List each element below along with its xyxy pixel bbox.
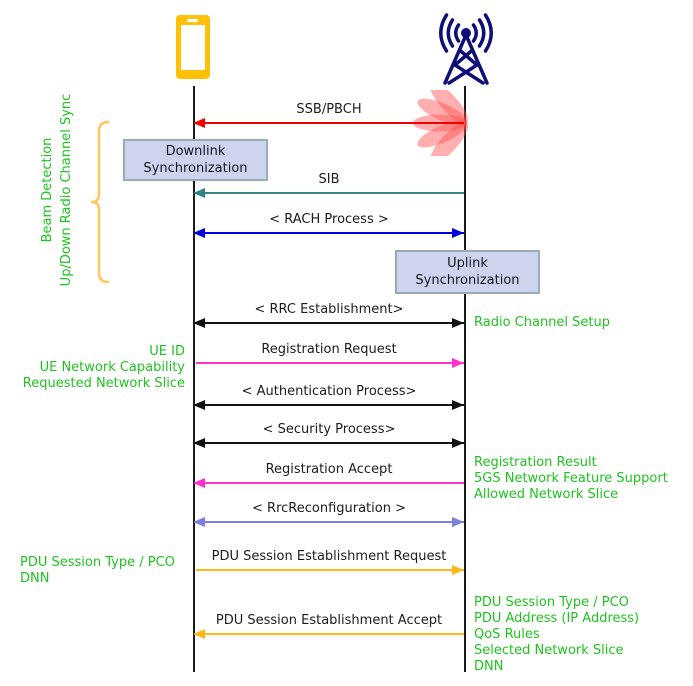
arrowhead-left <box>193 228 205 238</box>
gnb-lifeline <box>464 86 466 672</box>
note-line: Up/Down Radio Channel Sync <box>59 93 74 287</box>
arrowhead-right <box>452 438 464 448</box>
arrowhead-right <box>452 318 464 328</box>
arrowhead-left <box>193 318 205 328</box>
message-label: < Security Process> <box>262 422 396 437</box>
arrowhead-left <box>193 118 205 128</box>
downlink-synchronization-box: Downlink Synchronization <box>123 139 268 181</box>
radio-wave-left-2 <box>446 18 455 48</box>
phone-screen <box>181 25 205 70</box>
message-label: < Authentication Process> <box>241 384 417 399</box>
smartphone-icon <box>176 15 210 79</box>
note-line: QoS Rules <box>474 627 540 642</box>
note-line: 5GS Network Feature Support <box>474 471 668 486</box>
note-line: DNN <box>474 659 504 674</box>
arrowhead-right <box>452 565 464 575</box>
note-line: Radio Channel Setup <box>474 315 611 330</box>
message-label: SIB <box>318 172 340 187</box>
message-arrow-line <box>196 633 464 635</box>
message-arrow-line <box>196 569 464 571</box>
grouping-brace <box>90 120 110 284</box>
note-line: UE ID <box>149 344 185 359</box>
cell-tower-icon <box>439 13 493 85</box>
message-arrow-line <box>196 442 464 444</box>
arrowhead-left <box>193 517 205 527</box>
note-line: PDU Session Type / PCO <box>474 595 629 610</box>
arrowhead-right <box>452 358 464 368</box>
uplink-synchronization-box: Uplink Synchronization <box>395 250 540 294</box>
message-label: Registration Accept <box>265 462 393 477</box>
arrowhead-left <box>193 438 205 448</box>
message-arrow-line <box>196 482 464 484</box>
phone-speaker <box>187 19 198 22</box>
note-line: Selected Network Slice <box>474 643 624 658</box>
message-label: SSB/PBCH <box>296 102 362 117</box>
box-line: Synchronization <box>143 161 248 176</box>
radio-wave-right-2 <box>477 18 486 48</box>
antenna-dot <box>461 28 471 38</box>
radio-wave-right-1 <box>471 23 478 43</box>
note-line: Registration Result <box>474 455 597 470</box>
message-label: < RrcReconfiguration > <box>252 501 406 516</box>
message-arrow-line <box>196 192 464 194</box>
arrowhead-left <box>193 629 205 639</box>
message-arrow-line <box>196 404 464 406</box>
note-line: PDU Session Type / PCO <box>20 555 175 570</box>
note-line: Requested Network Slice <box>22 376 185 391</box>
message-label: PDU Session Establishment Accept <box>215 613 443 628</box>
arrowhead-right <box>452 228 464 238</box>
note-line: Beam Detection <box>40 137 55 243</box>
beam-detection-note: Beam Detection Up/Down Radio Channel Syn… <box>38 80 76 300</box>
message-arrow-line <box>196 232 464 234</box>
message-label: PDU Session Establishment Request <box>211 549 447 564</box>
note-line: UE Network Capability <box>39 360 185 375</box>
note-line: PDU Address (IP Address) <box>474 611 640 626</box>
box-line: Synchronization <box>415 273 520 288</box>
radio-wave-right-3 <box>483 13 493 53</box>
arrowhead-left <box>193 188 205 198</box>
arrowhead-left <box>193 478 205 488</box>
tower-lattice <box>443 33 489 85</box>
arrowhead-right <box>452 517 464 527</box>
message-arrow-line <box>196 322 464 324</box>
message-label: < RRC Establishment> <box>254 302 404 317</box>
ue-lifeline <box>193 86 195 672</box>
message-label: < RACH Process > <box>269 212 389 227</box>
message-arrow-line <box>196 362 464 364</box>
box-line: Downlink <box>165 144 226 159</box>
message-label: Registration Request <box>261 342 397 357</box>
note-line: Allowed Network Slice <box>474 487 619 502</box>
radio-wave-left-1 <box>454 23 461 43</box>
box-line: Uplink <box>447 256 488 271</box>
message-arrow-line <box>196 521 464 523</box>
note-radio-channel-setup: Radio Channel Setup <box>474 315 610 331</box>
arrowhead-right <box>452 400 464 410</box>
radio-wave-left-3 <box>439 13 449 53</box>
message-arrow-line <box>196 122 464 124</box>
note-line: DNN <box>20 571 50 586</box>
arrowhead-left <box>193 400 205 410</box>
